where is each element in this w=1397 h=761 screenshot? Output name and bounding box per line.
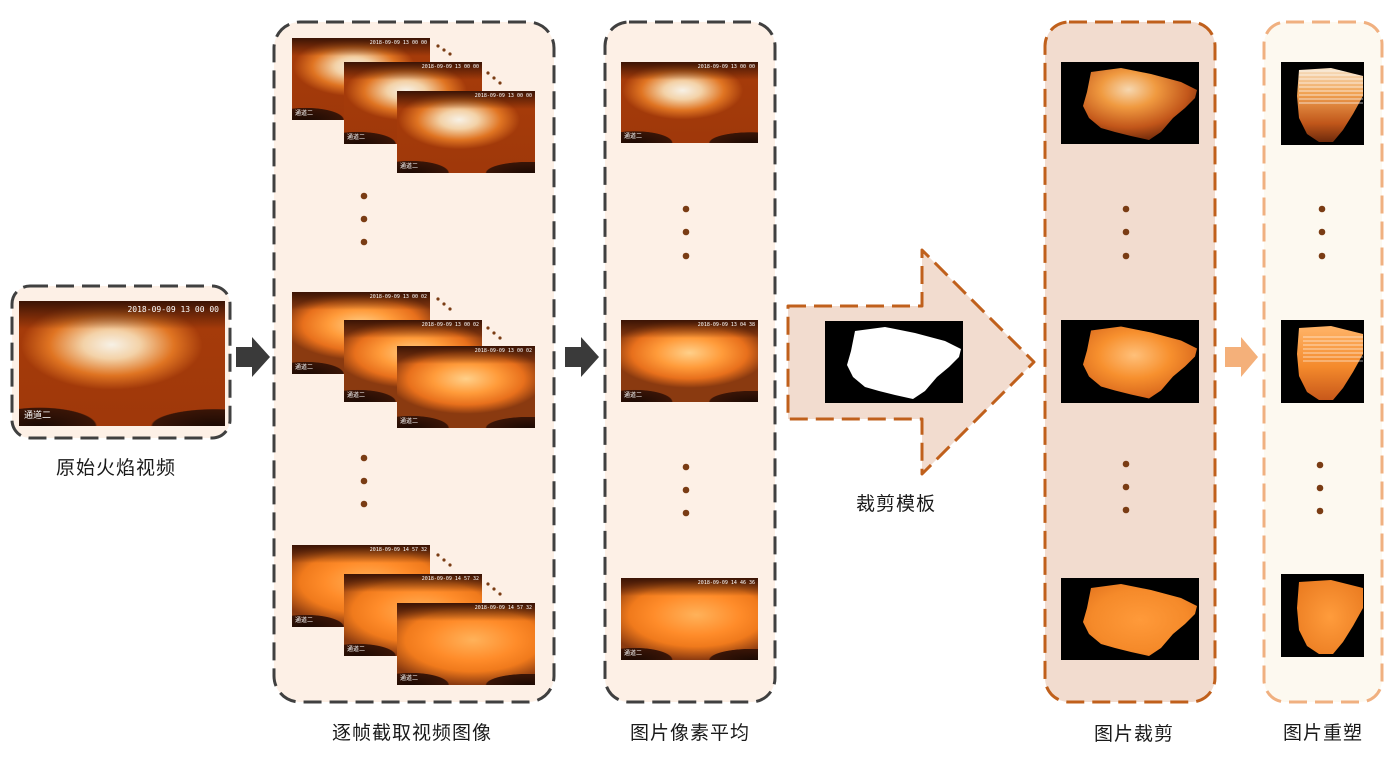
channel-label: 通道二 <box>400 163 419 170</box>
channel-label: 通道二 <box>295 617 314 624</box>
video-frame: 2018-09-09 14 57 32 通道二 <box>397 603 535 685</box>
cropped-frame <box>1061 62 1199 144</box>
channel-label: 通道二 <box>24 411 52 421</box>
timestamp: 2018-09-09 13 00 00 <box>474 93 532 99</box>
channel-label: 通道二 <box>347 134 366 141</box>
channel-label: 通道二 <box>347 392 366 399</box>
cropped-frame <box>1061 578 1199 660</box>
cropped-frame <box>1061 320 1199 403</box>
reshaped-frame <box>1281 62 1364 145</box>
arrow-icon <box>565 337 599 377</box>
original-video-frame: 2018-09-09 13 00 00 通道二 <box>19 301 225 426</box>
averaged-frame: 2018-09-09 13 00 00 通道二 <box>621 62 758 143</box>
timestamp: 2018-09-09 13 00 00 <box>369 40 427 46</box>
timestamp: 2018-09-09 13 00 02 <box>421 322 479 328</box>
caption-frame-extraction: 逐帧截取视频图像 <box>331 722 493 744</box>
channel-label: 通道二 <box>624 392 643 399</box>
channel-label: 通道二 <box>347 646 366 653</box>
timestamp: 2018-09-09 14 46 36 <box>697 580 755 586</box>
ellipsis-dots <box>1122 205 1130 514</box>
channel-label: 通道二 <box>400 675 419 682</box>
channel-label: 通道二 <box>624 133 643 140</box>
caption-image-reshape: 图片重塑 <box>1282 722 1364 744</box>
timestamp: 2018-09-09 13 00 02 <box>474 348 532 354</box>
caption-crop-template: 裁剪模板 <box>855 493 937 515</box>
timestamp: 2018-09-09 13 00 00 <box>421 64 479 70</box>
channel-label: 通道二 <box>400 418 419 425</box>
timestamp: 2018-09-09 13 00 00 <box>127 305 219 314</box>
video-frame: 2018-09-09 13 00 02 通道二 <box>397 346 535 428</box>
ellipsis-dots <box>360 192 368 508</box>
averaged-frame: 2018-09-09 14 46 36 通道二 <box>621 578 758 660</box>
video-frame: 2018-09-09 13 00 00 通道二 <box>397 91 535 173</box>
timestamp: 2018-09-09 13 00 02 <box>369 294 427 300</box>
stack-dots <box>436 44 502 596</box>
timestamp: 2018-09-09 14 57 32 <box>369 547 427 553</box>
timestamp: 2018-09-09 13 00 00 <box>697 64 755 70</box>
ellipsis-dots <box>1316 205 1326 515</box>
timestamp: 2018-09-09 14 57 32 <box>421 576 479 582</box>
channel-label: 通道二 <box>624 650 643 657</box>
arrow-icon <box>1225 337 1258 377</box>
crop-mask-image <box>825 321 963 403</box>
caption-pixel-average: 图片像素平均 <box>629 722 751 744</box>
arrow-icon <box>236 337 270 377</box>
timestamp: 2018-09-09 14 57 32 <box>474 605 532 611</box>
ellipsis-dots <box>682 205 690 517</box>
reshaped-frame <box>1281 320 1364 403</box>
averaged-frame: 2018-09-09 13 04 38 通道二 <box>621 320 758 402</box>
reshaped-frame <box>1281 574 1364 657</box>
caption-image-crop: 图片裁剪 <box>1093 723 1175 745</box>
caption-original-video: 原始火焰视频 <box>55 457 177 479</box>
channel-label: 通道二 <box>295 110 314 117</box>
channel-label: 通道二 <box>295 364 314 371</box>
timestamp: 2018-09-09 13 04 38 <box>697 322 755 328</box>
